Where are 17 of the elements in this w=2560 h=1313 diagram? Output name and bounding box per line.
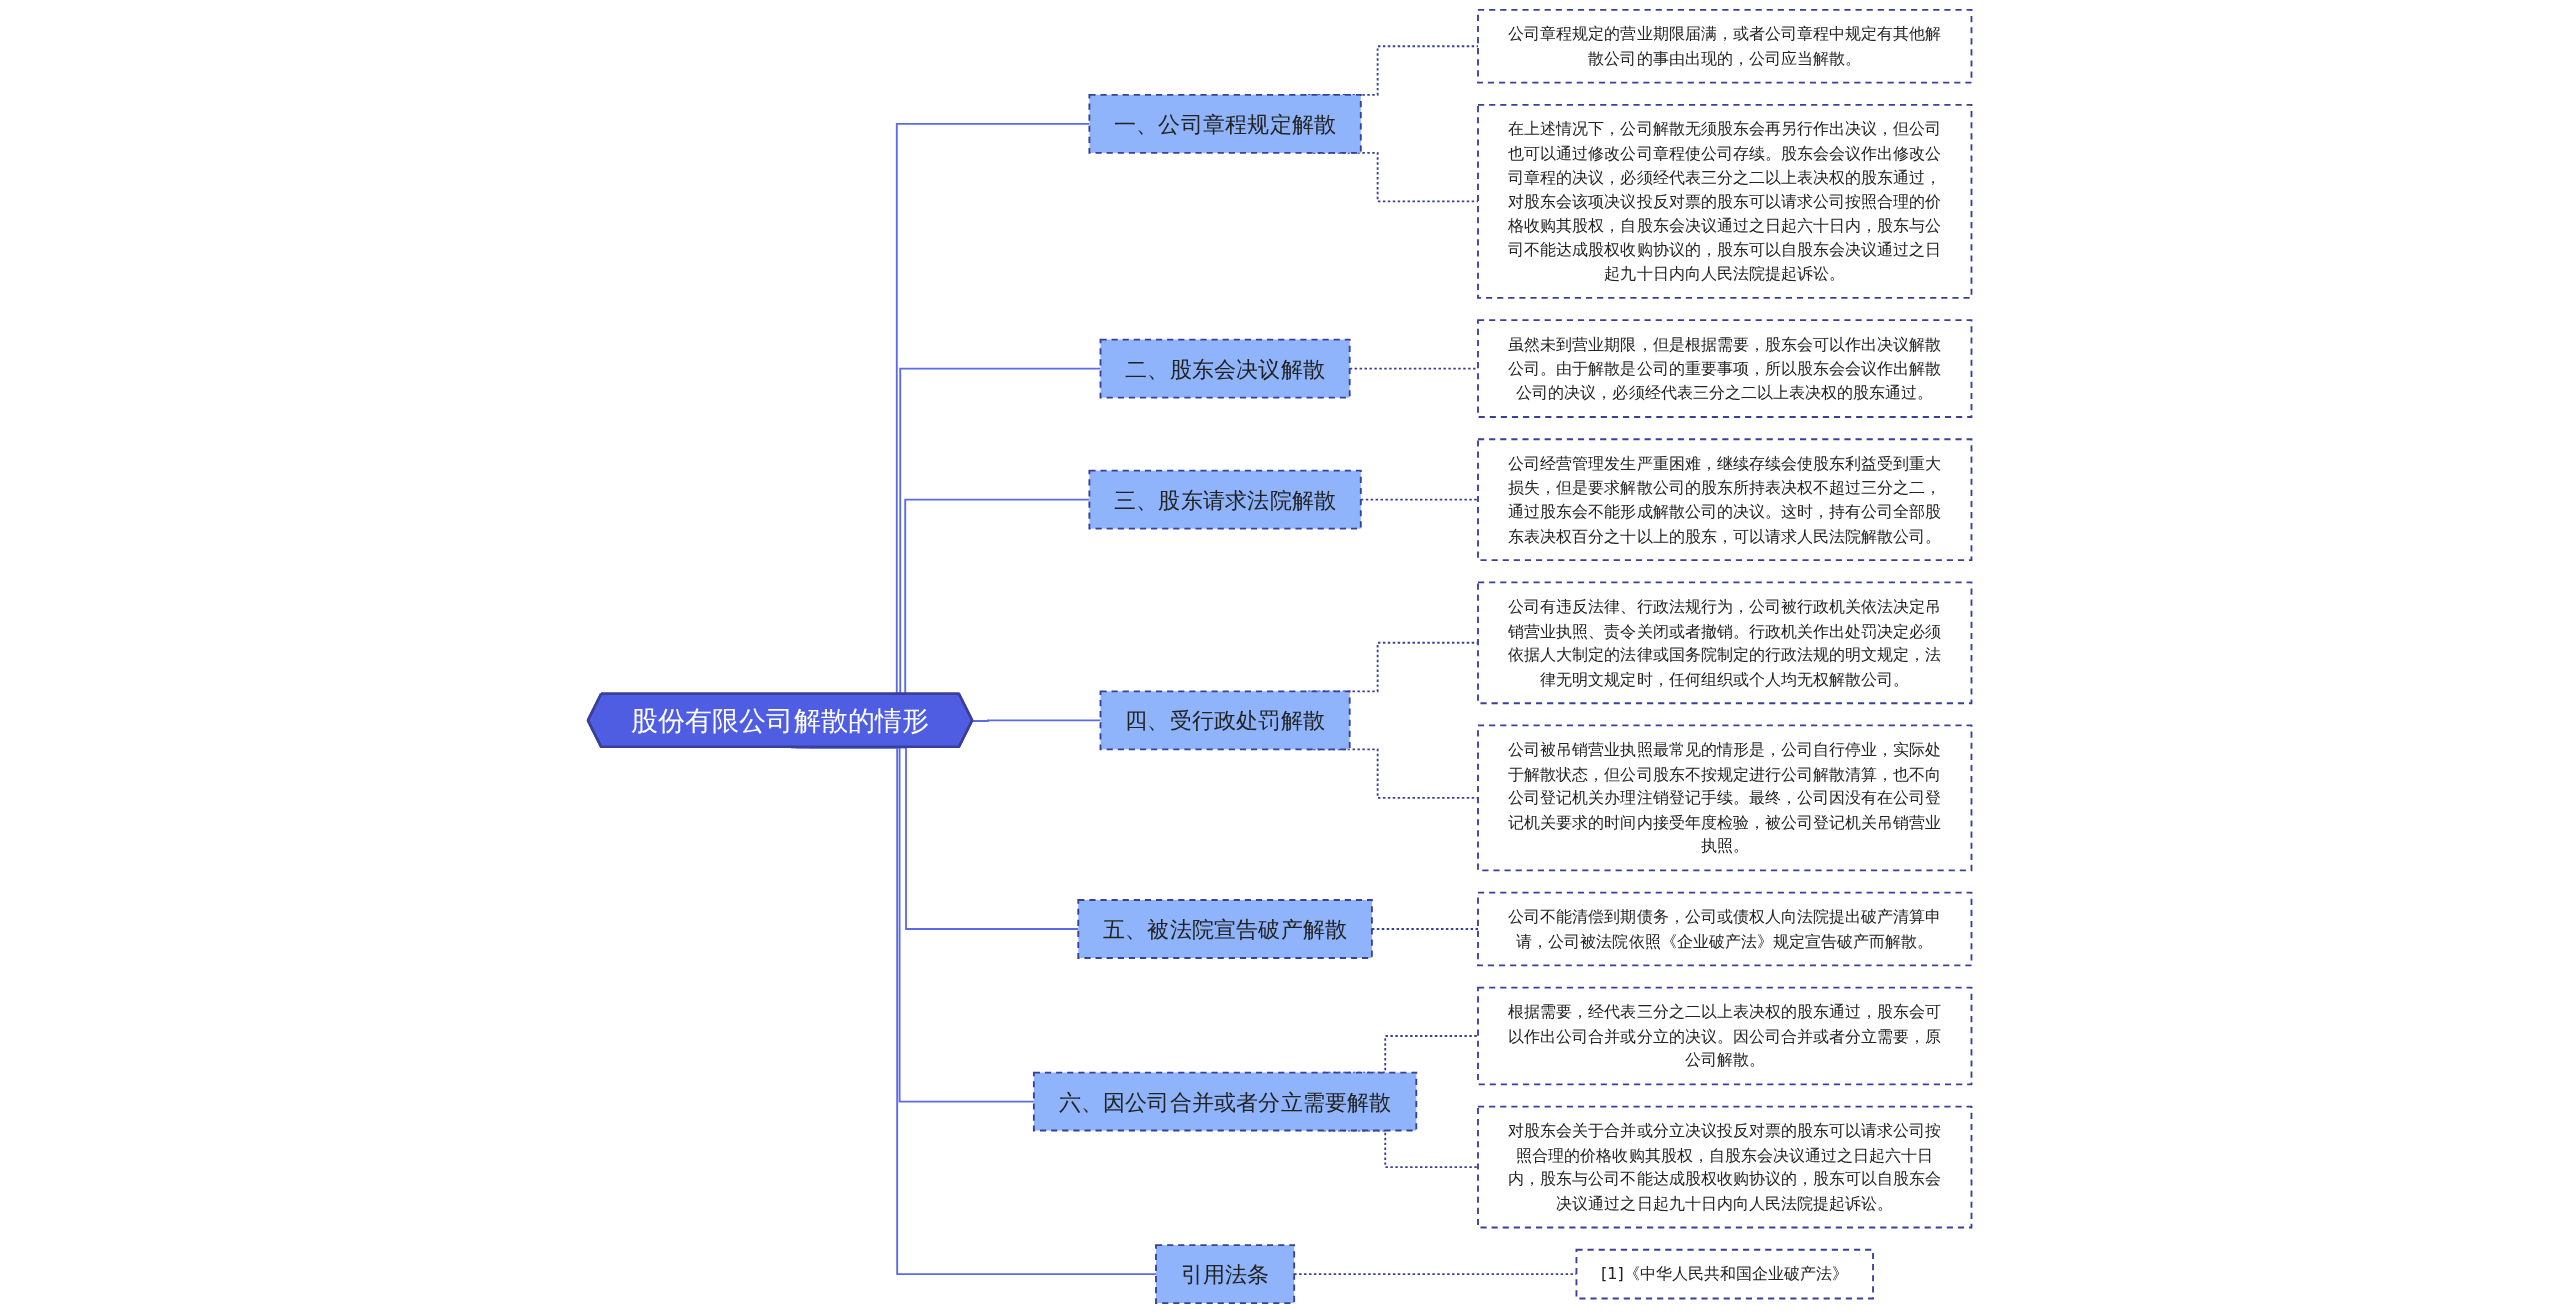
- node-box: 一、公司章程规定解散: [1088, 93, 1363, 154]
- node-box: 虽然未到营业期限，但是根据需要，股东会可以作出决议解散公司。由于解散是公司的重要事项，所以股东会会议作出解散公司的决议，必须经代表三分之二以上表决权的股东通过。: [1477, 319, 1973, 418]
- node-box: 六、因公司合并或者分立需要解散: [1033, 1071, 1418, 1132]
- node-box: 公司章程规定的营业期限届满，或者公司章程中规定有其他解散公司的事由出现的，公司应当解散。: [1477, 8, 1973, 84]
- node-box: 根据需要，经代表三分之二以上表决权的股东通过，股东会可以作出公司合并或分立的决议。因公司合并或者分立需要，原公司解散。: [1477, 986, 1973, 1086]
- node-box: 二、股东会决议解散: [1099, 338, 1351, 399]
- node-box: 五、被法院宣告破产解散: [1077, 899, 1374, 959]
- node-box: 公司不能清偿到期债务，公司或债权人向法院提出破产清算申请，公司被法院依照《企业破产法》规定宣告破产而解散。: [1477, 891, 1973, 967]
- node-box: 三、股东请求法院解散: [1088, 469, 1363, 530]
- node-box: 对股东会关于合并或分立决议投反对票的股东可以请求公司按照合理的价格收购其股权，自股东会决议通过之日起六十日内，股东与公司不能达成股权收购协议的，股东可以自股东会决议通过之日起九十日内向人民法院提起诉讼。: [1477, 1105, 1973, 1229]
- node-box: 公司经营管理发生严重困难，继续存续会使股东利益受到重大损失，但是要求解散公司的股东所持表决权不超过三分之二，通过股东会不能形成解散公司的决议。这时，持有公司全部股东表决权百分之十以上的股东，可以请求人民法院解散公司。: [1477, 438, 1973, 562]
- node-box: 公司被吊销营业执照最常见的情形是，公司自行停业，实际处于解散状态，但公司股东不按规定进行公司解散清算，也不向公司登记机关办理注销登记手续。最终，公司因没有在公司登记机关要求的时间内接受年度检验，被公司登记机关吊销营业执照。: [1477, 724, 1973, 872]
- node-box: [1]《中华人民共和国企业破产法》: [1575, 1248, 1875, 1300]
- node-box: 引用法条: [1155, 1244, 1296, 1305]
- node-box: 在上述情况下，公司解散无须股东会再另行作出决议，但公司也可以通过修改公司章程使公司存续。股东会会议作出修改公司章程的决议，必须经代表三分之二以上表决权的股东通过，对股东会该项决议投反对票的股东可以请求公司按照合理的价格收购其股权，自股东会决议通过之日起六十日内，股东与公司不能达成股权收购协议的，股东可以自股东会决议通过之日起九十日内向人民法院提起诉讼。: [1477, 103, 1973, 299]
- node-box: 四、受行政处罚解散: [1099, 690, 1351, 751]
- node-box: 公司有违反法律、行政法规行为，公司被行政机关依法决定吊销营业执照、责令关闭或者撤销。行政机关作出处罚决定必须依据人大制定的法律或国务院制定的行政法规的明文规定，法律无明文规定时，任何组织或个人均无权解散公司。: [1477, 581, 1973, 705]
